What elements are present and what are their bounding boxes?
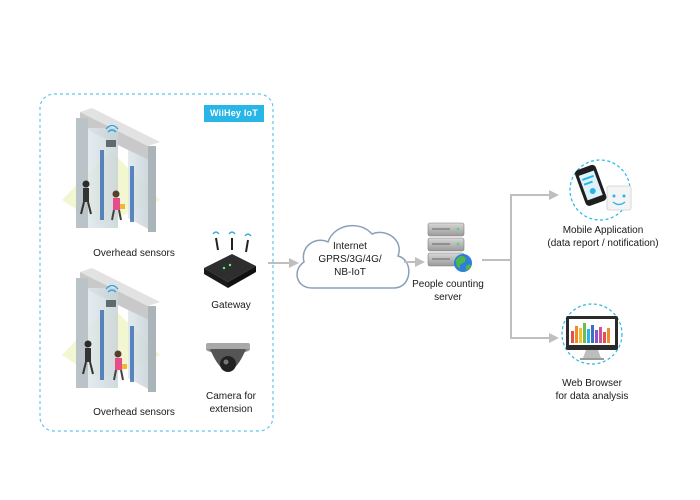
door-scene-top: [62, 108, 160, 232]
overhead-sensors-label-top: Overhead sensors: [86, 247, 182, 260]
dome-camera-icon: [206, 343, 250, 372]
server-label-line2: server: [434, 292, 462, 303]
overhead-sensors-label-bottom: Overhead sensors: [86, 406, 182, 419]
person-shopping-icon: [113, 350, 127, 381]
server-icon: [427, 222, 465, 267]
mobile-app-label: Mobile Application (data report / notifi…: [540, 224, 666, 250]
camera-label: Camera for extension: [196, 390, 266, 416]
globe-icon: [454, 254, 472, 272]
door-scene-bottom: [62, 268, 160, 392]
sensor-group-frame: [39, 93, 274, 432]
smartphone-icon: [575, 164, 607, 206]
overhead-sensors-text: Overhead sensors: [93, 248, 175, 259]
person-walking-icon: [82, 340, 94, 375]
gateway-label: Gateway: [196, 299, 266, 312]
web-browser-label-line1: Web Browser: [562, 378, 622, 389]
smiley-card-icon: [606, 185, 632, 211]
network-label-line2: GPRS/3G/4G/: [318, 254, 382, 265]
web-browser-label-line2: for data analysis: [555, 391, 629, 402]
server-label: People counting server: [406, 278, 490, 304]
network-label-line1: Internet: [333, 241, 367, 252]
monitor-chart-icon: [566, 316, 618, 360]
network-label-line3: NB-IoT: [334, 267, 366, 278]
camera-label-line1: Camera for: [205, 391, 256, 402]
gateway-icon: [204, 231, 256, 288]
person-shopping-icon: [111, 190, 125, 221]
camera-label-line2: extension: [209, 404, 253, 415]
overhead-sensors-text: Overhead sensors: [93, 407, 175, 418]
arrow-server-to-clients: [482, 190, 559, 343]
server-label-line1: People counting: [412, 279, 484, 290]
cloud-icon: [296, 224, 410, 289]
gateway-text: Gateway: [211, 300, 251, 311]
web-browser-circle: [561, 303, 623, 365]
mobile-app-label-line2: (data report / notification): [547, 238, 659, 249]
brand-badge: WiiHey IoT: [204, 105, 264, 122]
network-label: Internet GPRS/3G/4G/ NB-IoT: [300, 240, 400, 279]
web-browser-label: Web Browser for data analysis: [540, 377, 644, 403]
person-walking-icon: [80, 180, 92, 215]
mobile-app-label-line1: Mobile Application: [562, 225, 644, 236]
